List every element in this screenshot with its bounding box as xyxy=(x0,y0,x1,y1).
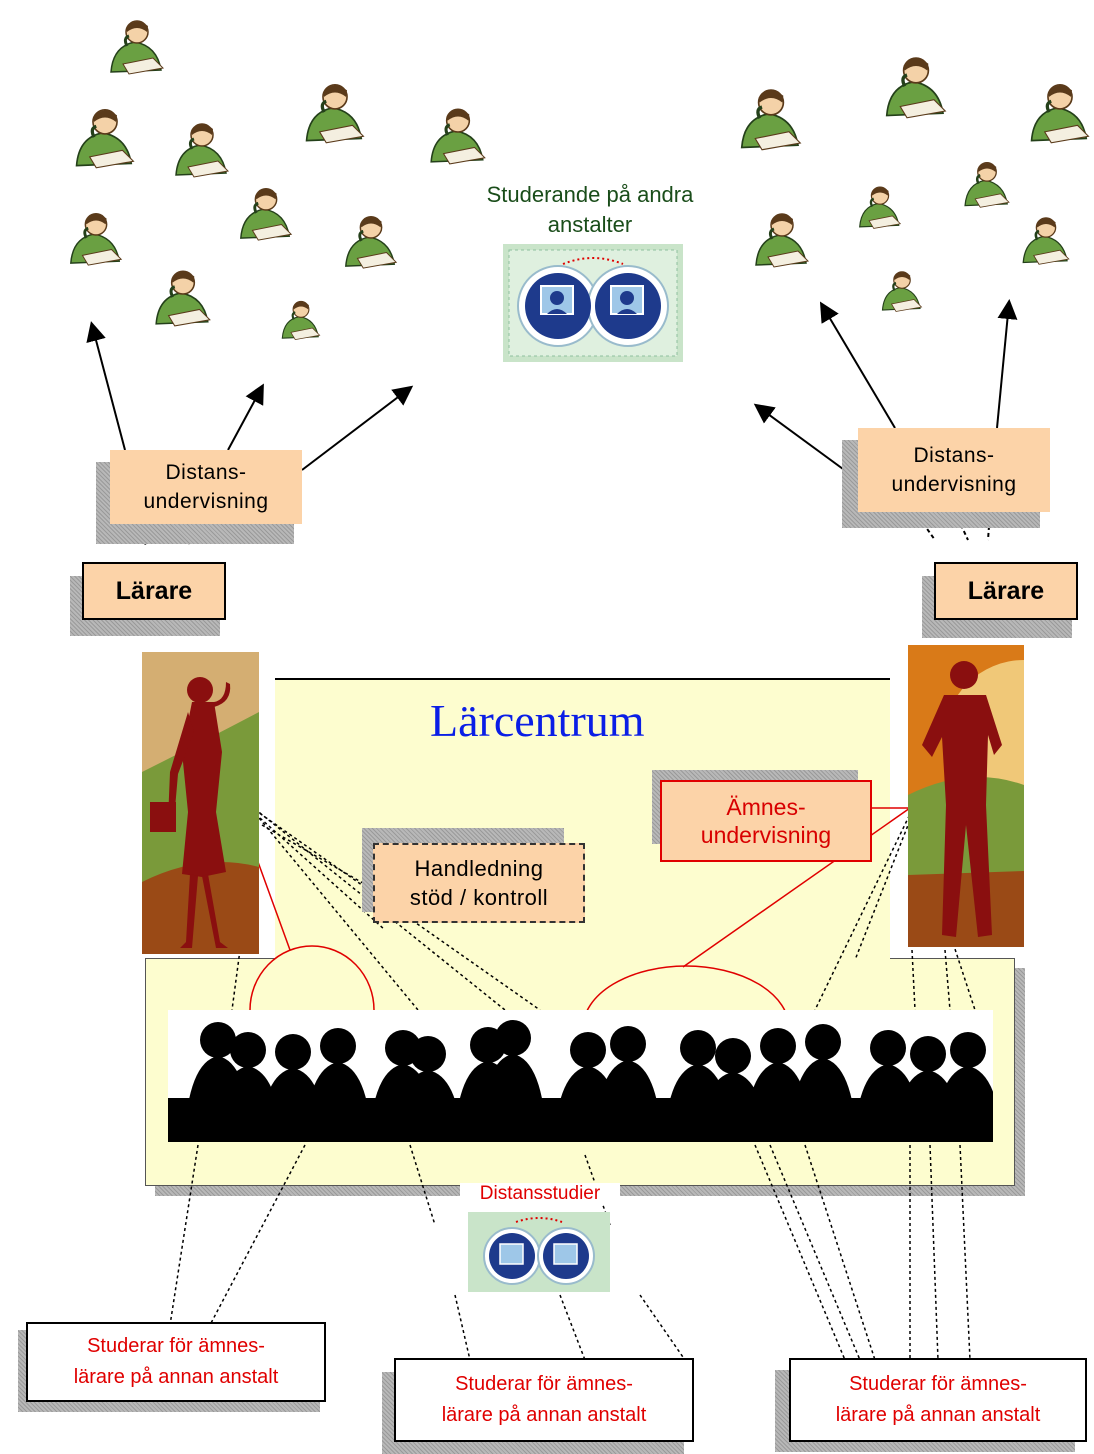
distance-teaching-label-left: Distans- undervisning xyxy=(110,450,302,524)
teacher-label-right: Lärare xyxy=(934,562,1078,620)
student-head xyxy=(320,1028,356,1064)
student-head xyxy=(570,1032,606,1068)
remote-student-icon xyxy=(155,270,211,327)
female-teacher-figure xyxy=(142,652,259,959)
supervision-label: Handledning stöd / kontroll xyxy=(373,843,585,923)
remote-student-icon xyxy=(885,57,947,119)
remote-student-icon xyxy=(110,20,165,75)
student-head xyxy=(680,1030,716,1066)
remote-student-icon xyxy=(964,161,1010,208)
remote-student-icon xyxy=(740,89,802,151)
student-head xyxy=(910,1036,946,1072)
video-conference-icon xyxy=(503,244,683,367)
remote-student-icon xyxy=(70,212,123,266)
subject-teaching-label: Ämnes- undervisning xyxy=(660,780,872,862)
student-head xyxy=(805,1024,841,1060)
remote-student-icon xyxy=(281,300,321,340)
student-head xyxy=(275,1034,311,1070)
student-head xyxy=(200,1022,236,1058)
student-head xyxy=(230,1032,266,1068)
student-head xyxy=(610,1026,646,1062)
remote-student-icon xyxy=(175,123,230,178)
student-body xyxy=(479,1054,547,1142)
student-head xyxy=(950,1032,986,1068)
student-body xyxy=(304,1062,372,1142)
study-box-middle: Studerar för ämnes- lärare på annan anst… xyxy=(394,1358,694,1442)
remote-student-icon xyxy=(859,186,902,229)
remote-student-icon xyxy=(305,84,365,144)
student-body xyxy=(594,1060,662,1142)
teacher-label-left: Lärare xyxy=(82,562,226,620)
learning-center-title: Lärcentrum xyxy=(430,695,645,746)
student-body xyxy=(934,1066,1002,1142)
remote-students-label: Studerande på andra anstalter xyxy=(486,182,694,237)
student-head xyxy=(495,1020,531,1056)
student-head xyxy=(715,1038,751,1074)
remote-student-icon xyxy=(345,215,398,269)
distance-studies-label: Distansstudier xyxy=(460,1183,620,1205)
remote-student-icon xyxy=(1030,84,1090,144)
distance-studies-icon xyxy=(468,1212,610,1297)
remote-student-icon xyxy=(240,187,293,241)
arrow-line xyxy=(996,299,1018,429)
arrow-line xyxy=(301,385,414,471)
distance-arrows xyxy=(86,299,1018,481)
student-head xyxy=(410,1036,446,1072)
remote-student-icon xyxy=(1022,217,1070,265)
learning-center-top-line xyxy=(275,678,890,680)
remote-student-icon xyxy=(755,213,810,268)
student-silhouettes xyxy=(168,1020,1002,1142)
remote-student-icon xyxy=(881,271,923,312)
distance-teaching-label-right: Distans- undervisning xyxy=(858,428,1050,512)
remote-student-icon xyxy=(430,108,486,165)
student-head xyxy=(760,1028,796,1064)
arrow-line xyxy=(86,321,126,451)
student-body xyxy=(789,1058,857,1142)
remote-student-icon xyxy=(75,109,135,169)
student-head xyxy=(870,1030,906,1066)
arrow-line xyxy=(819,301,896,429)
learning-center-students xyxy=(168,1010,1002,1147)
study-box-left: Studerar för ämnes- lärare på annan anst… xyxy=(26,1322,326,1402)
study-box-right: Studerar för ämnes- lärare på annan anst… xyxy=(789,1358,1087,1442)
arrow-line xyxy=(227,383,264,451)
arrow-line xyxy=(753,403,859,481)
student-body xyxy=(394,1070,462,1142)
male-teacher-figure xyxy=(908,645,1094,952)
